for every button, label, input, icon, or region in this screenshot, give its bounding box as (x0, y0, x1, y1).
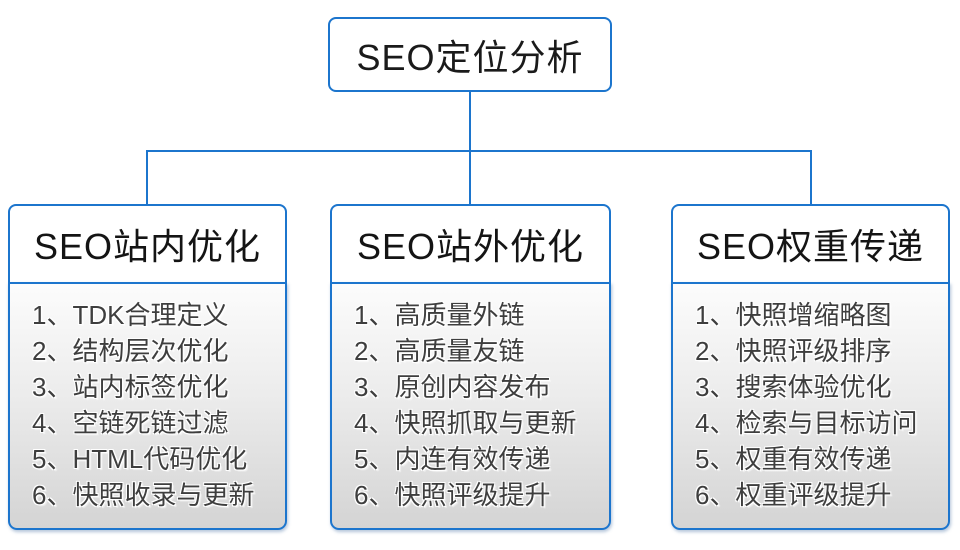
list-item: 3、原创内容发布 (354, 372, 551, 402)
list-item: 5、权重有效传递 (695, 444, 892, 474)
column-onsite-optimization: SEO站内优化 1、TDK合理定义 2、结构层次优化 3、站内标签优化 4、空链… (8, 204, 287, 530)
list-item: 5、HTML代码优化 (32, 444, 248, 474)
list-item: 1、快照增缩略图 (695, 300, 892, 330)
column-item-list: 1、TDK合理定义 2、结构层次优化 3、站内标签优化 4、空链死链过滤 5、H… (8, 282, 287, 530)
root-node-label: SEO定位分析 (356, 36, 584, 78)
column-header: SEO站外优化 (330, 204, 611, 282)
list-item: 5、内连有效传递 (354, 444, 551, 474)
list-item: 1、TDK合理定义 (32, 300, 229, 330)
column-header: SEO站内优化 (8, 204, 287, 282)
column-header-label: SEO站内优化 (33, 226, 262, 267)
list-item: 6、快照收录与更新 (32, 480, 255, 510)
list-item: 4、快照抓取与更新 (354, 408, 577, 438)
column-item-list: 1、高质量外链 2、高质量友链 3、原创内容发布 4、快照抓取与更新 5、内连有… (330, 282, 611, 530)
column-header-label: SEO权重传递 (696, 226, 925, 267)
list-item: 3、站内标签优化 (32, 372, 229, 402)
list-item: 2、快照评级排序 (695, 336, 892, 366)
column-header: SEO权重传递 (671, 204, 950, 282)
list-item: 6、快照评级提升 (354, 480, 551, 510)
column-header-label: SEO站外优化 (356, 226, 585, 267)
connector-drop-left (146, 152, 148, 204)
column-offsite-optimization: SEO站外优化 1、高质量外链 2、高质量友链 3、原创内容发布 4、快照抓取与… (330, 204, 611, 530)
connector-trunk (469, 92, 471, 151)
list-item: 1、高质量外链 (354, 300, 525, 330)
list-item: 2、结构层次优化 (32, 336, 229, 366)
list-item: 6、权重评级提升 (695, 480, 892, 510)
list-item: 4、空链死链过滤 (32, 408, 229, 438)
column-weight-transfer: SEO权重传递 1、快照增缩略图 2、快照评级排序 3、搜索体验优化 4、检索与… (671, 204, 950, 530)
connector-drop-right (810, 152, 812, 204)
connector-crossbar (146, 150, 812, 152)
column-item-list: 1、快照增缩略图 2、快照评级排序 3、搜索体验优化 4、检索与目标访问 5、权… (671, 282, 950, 530)
list-item: 2、高质量友链 (354, 336, 525, 366)
list-item: 4、检索与目标访问 (695, 408, 918, 438)
root-node: SEO定位分析 (328, 17, 612, 92)
list-item: 3、搜索体验优化 (695, 372, 892, 402)
connector-drop-middle (469, 152, 471, 204)
